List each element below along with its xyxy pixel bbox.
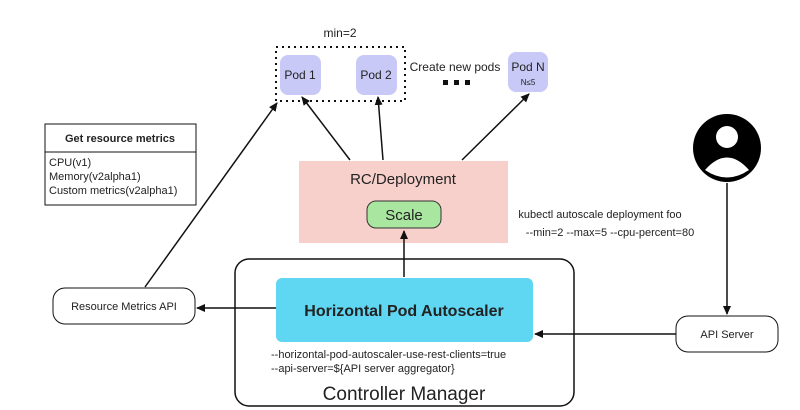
get-metrics-title: Get resource metrics [65, 133, 175, 145]
create-pods-label: Create new pods [410, 60, 501, 74]
pod-2 [356, 55, 397, 95]
pod-n-label: Pod N [511, 60, 544, 74]
arrow-rc-to-pod2 [374, 96, 384, 161]
arrows [144, 93, 731, 338]
pod-1-label: Pod 1 [284, 68, 316, 82]
metric-custom: Custom metrics(v2alpha1) [49, 185, 177, 197]
api-server-label: API Server [700, 329, 754, 341]
kubectl-cmd-2: --min=2 --max=5 --cpu-percent=80 [526, 227, 694, 239]
resource-metrics-api-box [52, 287, 196, 325]
hpa-label: Horizontal Pod Autoscaler [304, 303, 503, 320]
controller-manager-title: Controller Manager [323, 384, 486, 405]
scale-label: Scale [385, 207, 423, 224]
arrow-rc-to-pod1 [301, 96, 351, 161]
metric-cpu: CPU(v1) [49, 157, 91, 169]
hpa-box [276, 278, 533, 342]
user-icon [693, 114, 761, 182]
hpa-flag-1: --horizontal-pod-autoscaler-use-rest-cli… [271, 349, 506, 361]
resource-metrics-api-label: Resource Metrics API [71, 301, 177, 313]
pod-n-limit: N≤5 [521, 78, 536, 87]
min-pods-group [275, 46, 406, 102]
get-metrics-box [44, 123, 197, 206]
rc-title: RC/Deployment [350, 171, 457, 188]
metric-memory: Memory(v2alpha1) [49, 171, 141, 183]
ellipsis-dot [454, 80, 459, 85]
arrow-metrics-to-pods [144, 102, 278, 288]
scale-box [366, 200, 442, 229]
hpa-flag-2: --api-server=${API server aggregator} [271, 363, 455, 375]
arrow-rc-to-podn [461, 93, 530, 161]
kubectl-cmd-1: kubectl autoscale deployment foo [518, 209, 681, 221]
pod-2-label: Pod 2 [360, 68, 392, 82]
pod-n [508, 52, 548, 92]
ellipsis-dot [443, 80, 448, 85]
min-label: min=2 [323, 26, 356, 40]
pod-1 [280, 55, 321, 95]
ellipsis-dot [465, 80, 470, 85]
